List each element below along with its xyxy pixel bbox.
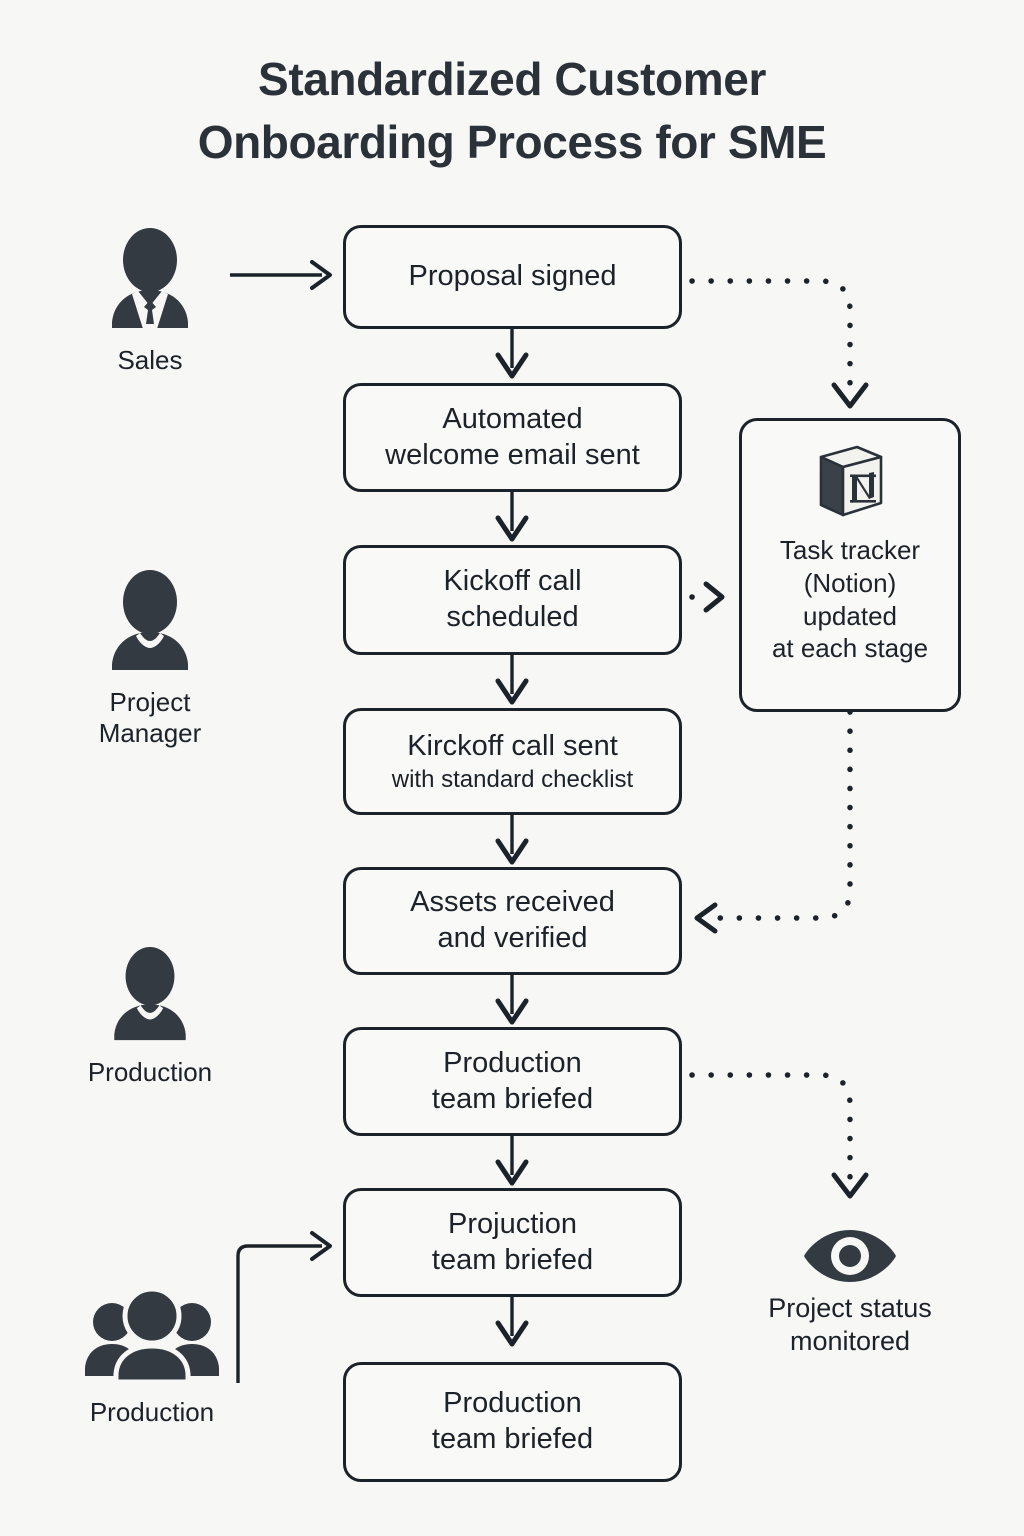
wire-kickoff-sent-to-assets [495,815,529,865]
node-line-2: team briefed [431,1082,594,1115]
person-icon [100,570,200,678]
node-line-2: welcome email sent [385,438,640,471]
notion-logo-icon [813,443,887,524]
person-suit-icon [100,228,200,336]
node-line-1: Production [443,1387,582,1420]
node-line-1: Projuction [448,1207,577,1240]
node-proposal-signed[interactable]: Proposal signed [343,225,682,329]
role-production-team: Production [52,1286,252,1428]
side-node-line-3: updated [803,600,897,631]
eye-icon [801,1230,899,1291]
side-node-line-1: Task tracker [779,535,921,565]
wire-projuction-to-production-bottom [495,1297,529,1347]
node-line-1: Production [443,1046,582,1079]
wire-kickoff-to-notion [689,581,725,613]
people-group-icon [78,1286,226,1388]
wire-assets-to-production-briefed [495,975,529,1025]
side-node-line-4: at each stage [771,633,929,664]
role-project-manager: Project Manager [50,570,250,749]
role-label-project-manager-2: Manager [98,718,202,749]
node-line-2: team briefed [431,1243,594,1276]
node-line-2: and verified [437,922,588,954]
title-line-2: Onboarding Process for SME [197,116,827,169]
side-node-line-2: (Notion) [803,567,897,598]
node-line-1: Kickoff call [443,565,582,598]
role-production: Production [50,946,250,1088]
node-line-1: Kirckoff call sent [407,729,618,762]
node-line-2: scheduled [446,601,579,633]
role-sales: Sales [50,228,250,376]
wire-kickoff-scheduled-to-sent [495,655,529,705]
node-kickoff-call-sent[interactable]: Kirckoff call sent with standard checkli… [343,708,682,815]
node-production-team-briefed-2[interactable]: Production team briefed [343,1362,682,1482]
role-label-production-team: Production [89,1397,215,1427]
node-production-team-briefed-1[interactable]: Production team briefed [343,1027,682,1136]
node-line-2: team briefed [431,1423,594,1455]
node-line-1: Automated [442,402,583,435]
node-line-1: Assets received [410,886,615,919]
person-icon [103,947,197,1048]
role-label-project-manager: Project [109,687,191,717]
node-projuction-team-briefed[interactable]: Projuction team briefed [343,1188,682,1297]
endpoint-line-1: Project status [768,1293,932,1323]
node-line-2: with standard checklist [391,765,634,793]
title-line-1: Standardized Customer [258,53,766,105]
wire-email-to-kickoff-scheduled [495,492,529,542]
role-label-sales: Sales [117,345,183,375]
wire-proposal-to-notion [689,278,869,409]
node-kickoff-call-scheduled[interactable]: Kickoff call scheduled [343,545,682,655]
wire-notion-to-assets [694,709,853,934]
wire-production-to-projuction [495,1136,529,1186]
endpoint-project-status-monitored: Project status monitored [700,1225,1000,1358]
wire-proposal-to-email [495,329,529,379]
endpoint-line-2: monitored [789,1325,911,1356]
node-task-tracker-notion[interactable]: Task tracker (Notion) updated at each st… [739,418,961,712]
node-line-1: Proposal signed [408,260,617,293]
wire-production-to-status [689,1072,869,1199]
node-assets-received[interactable]: Assets received and verified [343,867,682,975]
role-label-production: Production [87,1057,213,1087]
node-automated-welcome-email[interactable]: Automated welcome email sent [343,383,682,492]
diagram-title: Standardized Customer Onboarding Process… [0,48,1024,175]
